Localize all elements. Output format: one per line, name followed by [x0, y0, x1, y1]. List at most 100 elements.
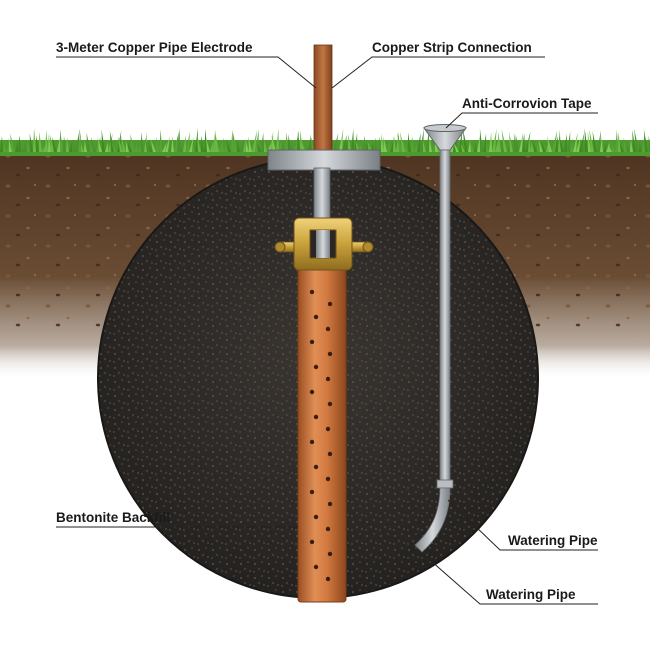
grass-blade — [204, 128, 207, 152]
grass-blade — [97, 136, 102, 152]
grass-blade — [339, 128, 344, 152]
leader-lines — [56, 56, 598, 605]
perforation-hole — [325, 476, 331, 482]
grass-blade — [297, 130, 300, 152]
grass-blade — [248, 136, 252, 152]
grass-blade — [460, 143, 465, 152]
label-watering-pipe-1: Watering Pipe — [508, 533, 598, 548]
grass-blade — [205, 137, 210, 152]
leader-watering-2 — [421, 552, 598, 605]
perforation-hole — [327, 501, 333, 507]
grass-blade — [381, 133, 384, 152]
grass-blade — [52, 136, 57, 152]
grass-blade — [186, 131, 190, 152]
watering-pipe — [414, 124, 467, 553]
grass-blade — [462, 128, 468, 152]
grass-blade — [111, 142, 117, 152]
grass-blade — [522, 133, 525, 152]
grass-blade — [486, 141, 489, 152]
grass-blade — [57, 137, 60, 152]
grass-blade — [101, 129, 105, 152]
grass-blade — [183, 135, 186, 152]
grass-blade — [570, 138, 573, 152]
grass-blade — [468, 140, 471, 152]
grass-blade — [168, 136, 174, 152]
grass-blade — [270, 131, 274, 152]
grass-blade — [642, 134, 645, 152]
grass-blade — [515, 135, 519, 152]
grass-blade — [587, 131, 591, 152]
grass-blade — [579, 132, 585, 152]
grass-blade — [564, 133, 567, 152]
grass-blade — [333, 133, 339, 152]
grass-blade — [189, 136, 194, 152]
grass-blade — [592, 131, 597, 152]
perforation-hole — [325, 526, 331, 532]
grass-blade — [243, 143, 246, 152]
grass-blade — [559, 136, 564, 152]
perforation-hole — [309, 539, 315, 545]
grass-blade — [271, 134, 276, 152]
grass-blade — [105, 141, 109, 152]
grass-blade — [214, 130, 219, 152]
label-copper-strip: Copper Strip Connection — [372, 40, 532, 55]
grass-blade — [414, 143, 418, 152]
grass-blade — [429, 137, 432, 152]
perforation-hole — [313, 564, 319, 570]
label-bentonite-backfill: Bentonite Backfill — [56, 510, 170, 525]
grass-blade — [144, 132, 147, 152]
grass-blade — [536, 141, 540, 152]
grass-blade — [141, 132, 144, 152]
grass-blade — [39, 131, 42, 152]
grass-blade — [72, 139, 76, 152]
grass-blade — [232, 129, 237, 152]
grass-blade — [156, 136, 159, 152]
grass-blade — [24, 142, 27, 152]
grass-blade — [291, 141, 294, 152]
grass-blade — [145, 138, 150, 152]
grass-blade — [479, 128, 483, 152]
label-watering-pipe-2: Watering Pipe — [486, 587, 576, 602]
grass-blade — [252, 129, 258, 152]
grass-blade — [474, 142, 477, 152]
grass-blade — [342, 134, 347, 152]
grass-blade — [48, 134, 51, 152]
grass-blade — [36, 135, 39, 152]
grass-blade — [500, 140, 504, 152]
grass-blade — [354, 133, 358, 152]
grass-blade — [531, 141, 534, 152]
grass-blade — [130, 134, 135, 152]
grass-blade — [525, 131, 531, 152]
grass-blade — [333, 141, 339, 152]
grass-blade — [630, 138, 633, 152]
steel-clamp-plate — [267, 149, 381, 221]
grass-blade — [639, 142, 642, 152]
grass-blade — [196, 133, 201, 152]
grass-blade — [225, 138, 231, 152]
grass-blade — [611, 142, 615, 152]
grass-blade — [135, 142, 138, 152]
grass-blade — [597, 130, 601, 152]
grass-blade — [397, 132, 402, 152]
grass-blade — [27, 140, 30, 152]
grass-blade — [470, 142, 474, 152]
grass-blade — [84, 140, 87, 152]
grass-blade — [453, 141, 459, 152]
label-anti-corrosion-tape: Anti-Corrovion Tape — [462, 96, 592, 111]
grass-blade — [257, 142, 261, 152]
grass-blade — [501, 128, 507, 152]
grass-blade — [528, 136, 531, 152]
grass-blade — [165, 136, 170, 152]
grass-blade — [383, 136, 387, 152]
label-electrode: 3-Meter Copper Pipe Electrode — [56, 40, 253, 55]
perforation-hole — [325, 576, 331, 582]
grass-blade — [261, 132, 264, 152]
perforation-holes — [309, 289, 333, 582]
grass-blade — [483, 133, 487, 152]
grass-blade — [0, 136, 3, 152]
grass-blade — [489, 131, 492, 152]
grass-blade — [532, 140, 537, 152]
grass-blade — [402, 139, 408, 152]
grass-blade — [538, 138, 543, 152]
